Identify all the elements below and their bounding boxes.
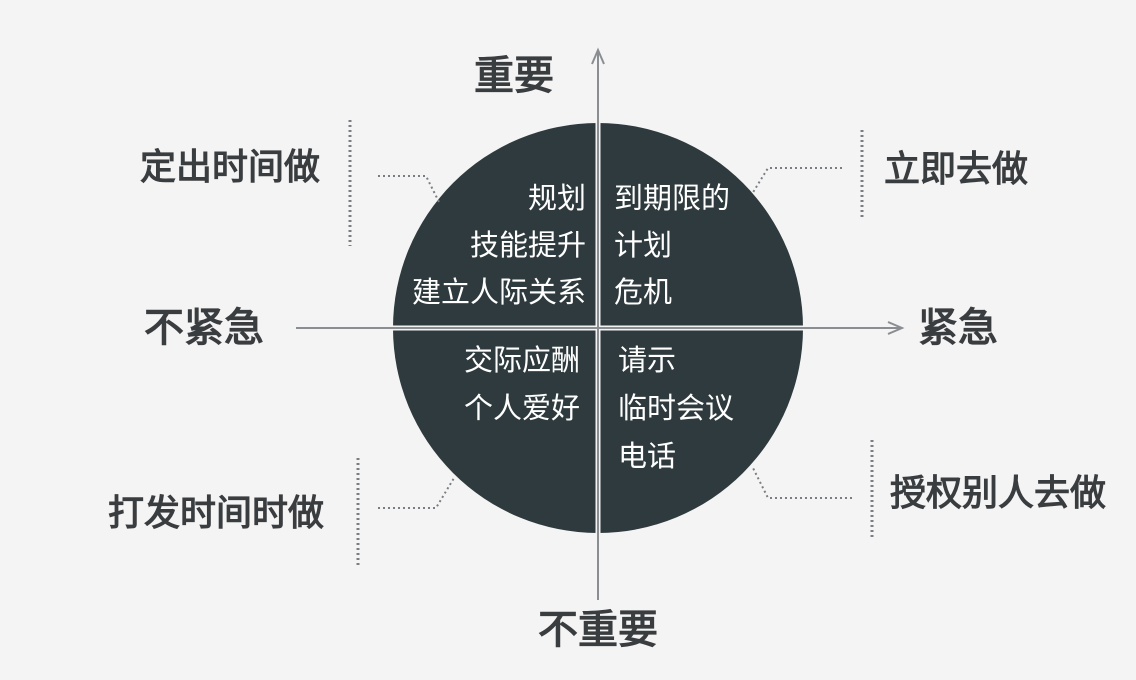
item-build-relationships: 建立人际关系	[411, 275, 586, 309]
action-label-schedule: 定出时间做	[140, 147, 321, 188]
item-adhoc-meeting: 临时会议	[618, 391, 735, 425]
axis-label-important: 重要	[474, 53, 554, 99]
item-deadline: 到期限的	[614, 181, 731, 215]
axis-label-not-important: 不重要	[538, 607, 658, 653]
axis-label-not-urgent: 不紧急	[144, 305, 264, 351]
horizontal-axis-arrow	[887, 321, 905, 335]
connector-top-left	[378, 175, 441, 205]
action-label-spare-time: 打发时间时做	[108, 493, 325, 534]
item-phone: 电话	[618, 439, 677, 473]
item-hobbies: 个人爱好	[463, 391, 580, 425]
item-skill-improvement: 技能提升	[469, 228, 586, 262]
action-label-do-now: 立即去做	[884, 149, 1029, 190]
item-request: 请示	[618, 343, 677, 377]
connector-top-right	[751, 167, 842, 195]
axis-label-urgent: 紧急	[918, 305, 998, 351]
item-crisis: 危机	[614, 275, 673, 309]
connector-bottom-right	[751, 465, 852, 499]
vertical-axis-arrow	[591, 47, 605, 65]
connector-bottom-left	[378, 477, 455, 509]
item-planning: 规划	[527, 181, 586, 215]
action-label-delegate: 授权别人去做	[890, 473, 1107, 514]
item-socializing: 交际应酬	[463, 343, 580, 377]
item-plan: 计划	[614, 228, 673, 262]
